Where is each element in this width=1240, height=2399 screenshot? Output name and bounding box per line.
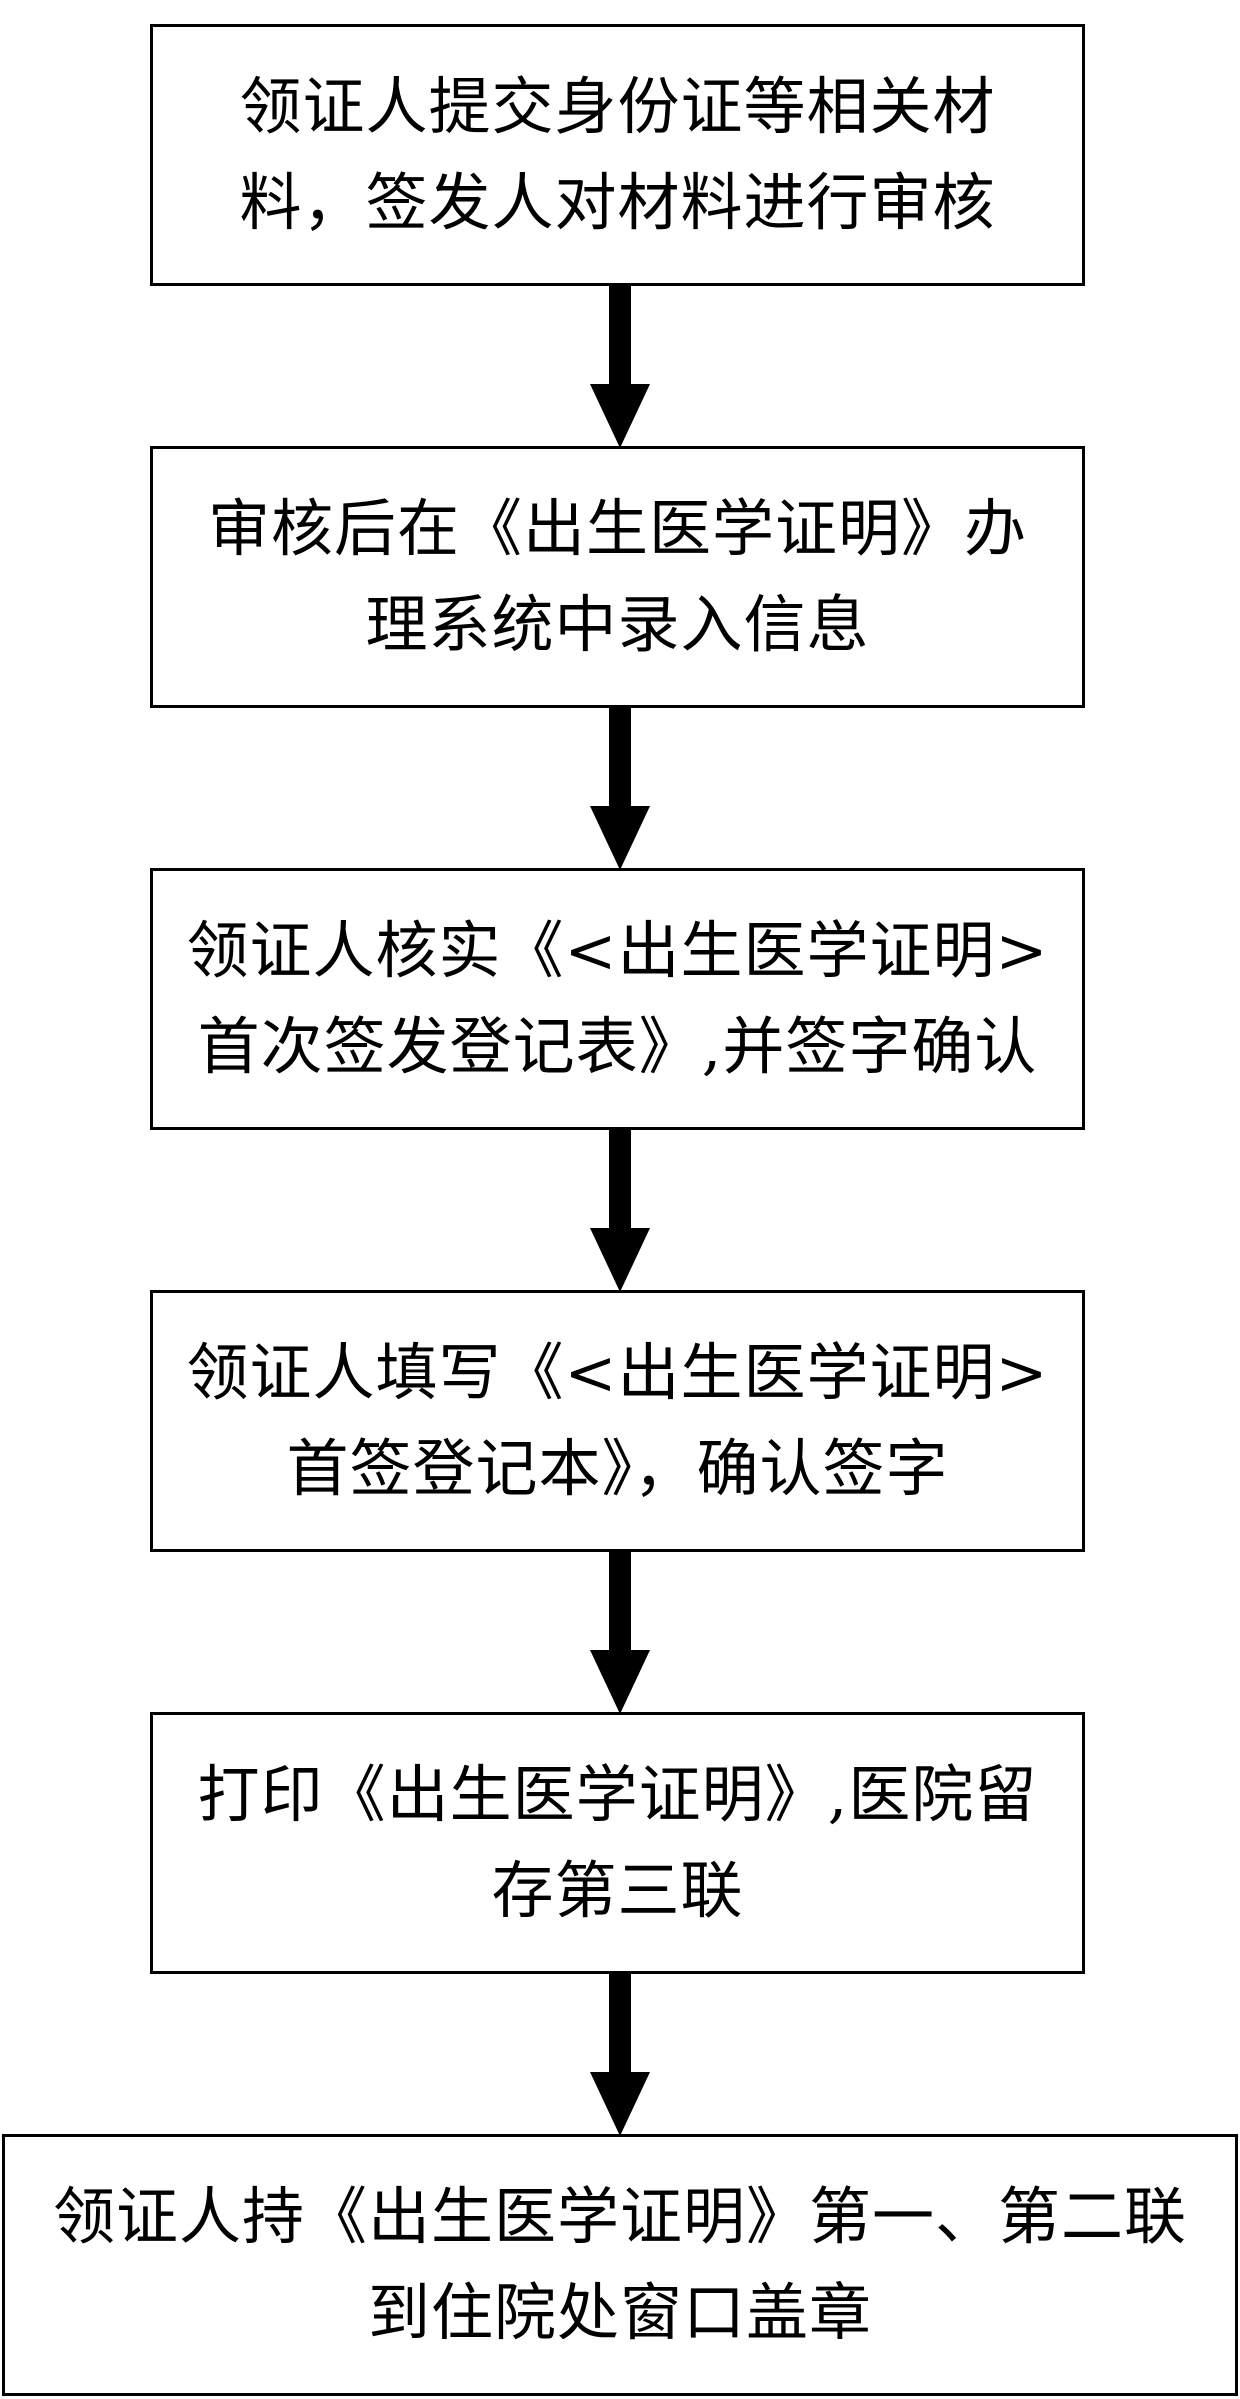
flow-step-6-line-2: 到住院处窗口盖章 bbox=[367, 2276, 872, 2349]
flow-step-1-line-1: 领证人提交身份证等相关材 bbox=[239, 70, 996, 143]
flow-step-3: 领证人核实《<出生医学证明> 首次签发登记表》,并签字确认 bbox=[150, 868, 1085, 1130]
flow-arrow-2 bbox=[590, 708, 650, 870]
flow-step-2: 审核后在《出生医学证明》办 理系统中录入信息 bbox=[150, 446, 1085, 708]
flow-step-2-line-2: 理系统中录入信息 bbox=[365, 588, 870, 661]
flow-step-3-line-2: 首次签发登记表》,并签字确认 bbox=[197, 1010, 1038, 1083]
flow-step-4-line-1: 领证人填写《<出生医学证明> bbox=[186, 1336, 1049, 1409]
flow-step-1-line-2: 料，签发人对材料进行审核 bbox=[239, 166, 996, 239]
flow-step-5: 打印《出生医学证明》,医院留 存第三联 bbox=[150, 1712, 1085, 1974]
flow-arrow-4 bbox=[590, 1552, 650, 1714]
flow-arrow-1 bbox=[590, 286, 650, 448]
flow-arrow-3 bbox=[590, 1130, 650, 1292]
flow-step-1: 领证人提交身份证等相关材 料，签发人对材料进行审核 bbox=[150, 24, 1085, 286]
flow-step-4: 领证人填写《<出生医学证明> 首签登记本》，确认签字 bbox=[150, 1290, 1085, 1552]
flow-step-5-line-1: 打印《出生医学证明》,医院留 bbox=[197, 1758, 1038, 1831]
flow-step-4-line-2: 首签登记本》，确认签字 bbox=[286, 1432, 949, 1505]
flow-step-6-line-1: 领证人持《出生医学证明》第一、第二联 bbox=[52, 2180, 1187, 2253]
flow-step-3-line-1: 领证人核实《<出生医学证明> bbox=[186, 914, 1049, 987]
flow-step-2-line-1: 审核后在《出生医学证明》办 bbox=[207, 492, 1027, 565]
flow-arrow-5 bbox=[590, 1974, 650, 2136]
flow-step-5-line-2: 存第三联 bbox=[491, 1854, 744, 1927]
flow-step-6: 领证人持《出生医学证明》第一、第二联 到住院处窗口盖章 bbox=[2, 2134, 1238, 2396]
